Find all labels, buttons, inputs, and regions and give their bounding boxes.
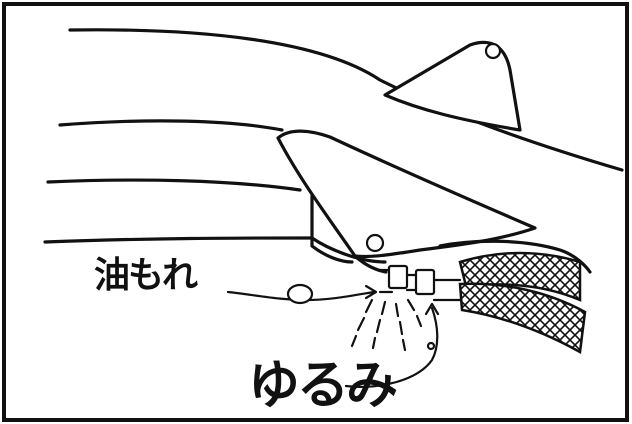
lower-bracket-plate bbox=[276, 129, 537, 259]
body-line-2 bbox=[58, 119, 284, 132]
oil-leak-label: 油もれ bbox=[94, 255, 198, 296]
upper-bolt-hole bbox=[484, 42, 502, 60]
bracket-underside bbox=[353, 254, 388, 274]
oil-drop-circle bbox=[286, 283, 314, 305]
upper-bracket-plate bbox=[383, 40, 522, 132]
loose-arrowhead bbox=[424, 302, 440, 316]
fitting-body bbox=[378, 268, 462, 302]
oil-leak-arrowhead bbox=[364, 284, 378, 300]
loose-dot bbox=[426, 341, 436, 351]
body-line-3 bbox=[46, 178, 302, 192]
fitting-nut-1 bbox=[387, 264, 409, 290]
hose-outline-extra bbox=[438, 239, 592, 274]
loose-label: ゆるみ bbox=[248, 356, 398, 416]
body-lower-edge bbox=[310, 236, 387, 264]
loose-leader bbox=[344, 306, 439, 388]
lower-bolt-hole bbox=[365, 233, 385, 253]
fitting-nut-2 bbox=[414, 268, 436, 296]
bracket-side-face bbox=[310, 194, 354, 264]
hose-lower bbox=[458, 282, 587, 354]
oil-spray bbox=[350, 298, 423, 352]
body-line-top bbox=[68, 28, 624, 172]
body-line-4 bbox=[43, 236, 314, 244]
